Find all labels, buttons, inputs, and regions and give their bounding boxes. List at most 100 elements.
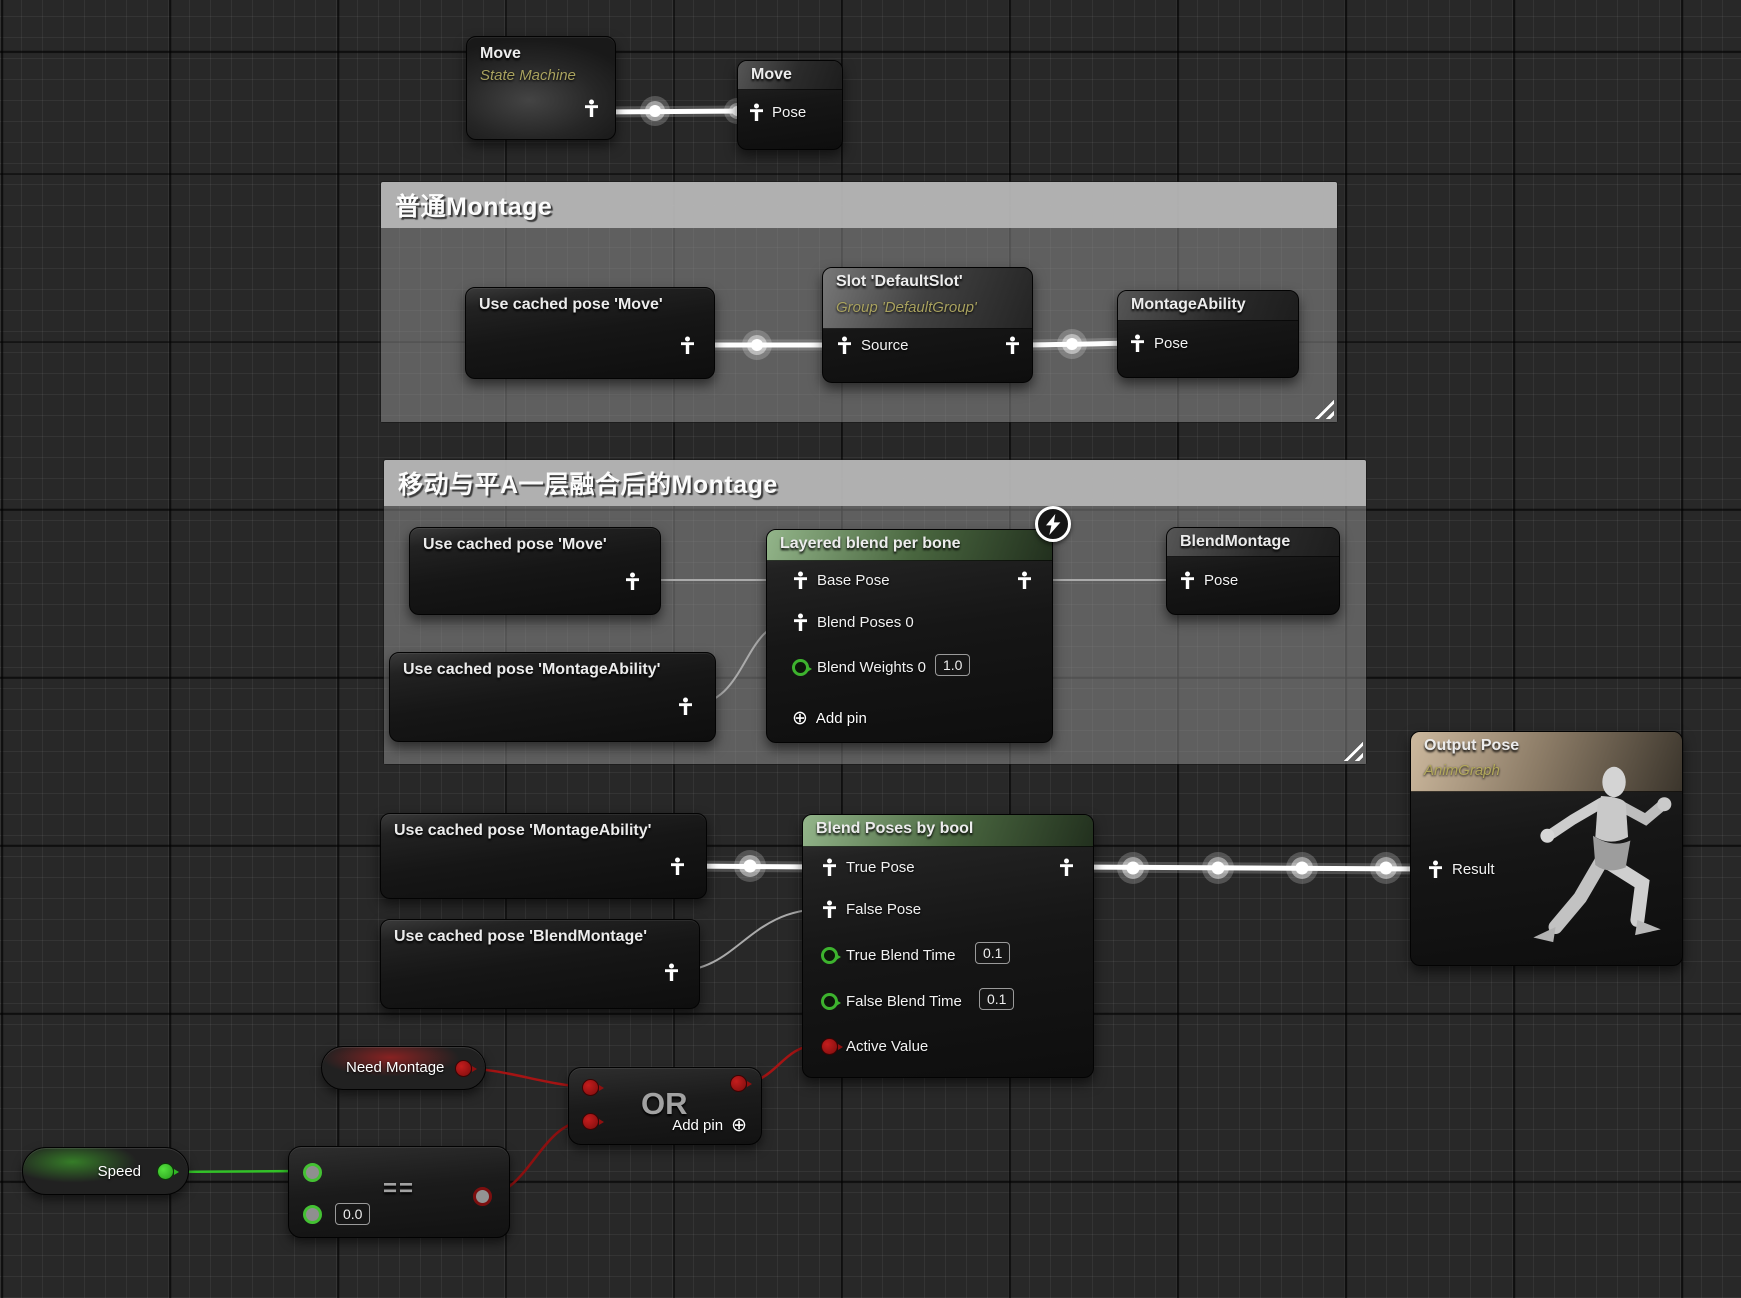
- equals-operator-label: ==: [383, 1175, 416, 1202]
- node-save-cached-move[interactable]: Move Pose: [737, 60, 843, 150]
- node-or[interactable]: OR Add pin ⊕: [568, 1067, 762, 1145]
- bool-pin-icon[interactable]: [455, 1060, 477, 1077]
- node-title: Slot 'DefaultSlot': [836, 273, 963, 290]
- float-pin-icon[interactable]: [821, 947, 841, 964]
- pin-label: False Pose: [846, 901, 922, 918]
- pose-pin-icon[interactable]: [1180, 571, 1195, 590]
- node-use-cached-move-1[interactable]: Use cached pose 'Move': [465, 287, 715, 379]
- or-operator-label: OR: [641, 1086, 688, 1121]
- node-subtitle: AnimGraph: [1424, 762, 1500, 779]
- pin-label: True Pose: [846, 859, 915, 876]
- node-header: BlendMontage: [1167, 528, 1339, 557]
- node-title: Move: [480, 45, 521, 62]
- pin-label: Result: [1452, 861, 1495, 878]
- pose-pin-icon[interactable]: [793, 613, 808, 632]
- node-header: Layered blend per bone: [767, 530, 1052, 561]
- node-title: MontageAbility: [1131, 296, 1246, 313]
- float-pin-icon[interactable]: [157, 1163, 179, 1180]
- node-title: Move: [751, 66, 792, 83]
- node-blend-poses-by-bool[interactable]: Blend Poses by bool True Pose False Pose…: [802, 814, 1094, 1078]
- bool-out-pin-icon[interactable]: [473, 1187, 492, 1206]
- pose-pin-icon[interactable]: [670, 857, 685, 876]
- float-pin-icon[interactable]: [792, 659, 812, 676]
- node-header: Slot 'DefaultSlot' Group 'DefaultGroup': [823, 268, 1032, 329]
- node-title: Output Pose: [1424, 737, 1520, 754]
- pose-pin-icon[interactable]: [584, 99, 599, 118]
- pin-label: Base Pose: [817, 572, 890, 589]
- fast-path-icon: [1035, 506, 1071, 542]
- add-pin-button[interactable]: Add pin ⊕: [672, 1116, 747, 1135]
- pin-label: True Blend Time: [846, 947, 956, 964]
- add-pin-label: Add pin: [672, 1117, 724, 1134]
- pose-pin-icon[interactable]: [1017, 571, 1032, 590]
- false-blend-time-value[interactable]: 0.1: [979, 988, 1015, 1010]
- pose-pin-icon[interactable]: [837, 336, 852, 355]
- node-subtitle: Group 'DefaultGroup': [836, 299, 977, 316]
- node-title: Use cached pose 'MontageAbility': [394, 822, 652, 839]
- node-output-pose[interactable]: Output Pose AnimGraph Result: [1410, 731, 1683, 966]
- comment-title-bar[interactable]: 普通Montage: [381, 182, 1337, 228]
- node-move-state-machine[interactable]: Move State Machine: [466, 36, 616, 140]
- node-use-cached-move-2[interactable]: Use cached pose 'Move': [409, 527, 661, 615]
- pose-pin-icon[interactable]: [1059, 858, 1074, 877]
- float-pin-icon[interactable]: [821, 993, 841, 1010]
- node-layered-blend-per-bone[interactable]: Layered blend per bone Base Pose Blend P…: [766, 529, 1053, 743]
- node-equals[interactable]: 0.0 ==: [288, 1146, 510, 1238]
- bool-pin-icon[interactable]: [730, 1075, 752, 1092]
- node-use-cached-montageability-2[interactable]: Use cached pose 'MontageAbility': [380, 813, 707, 899]
- node-slot-defaultslot[interactable]: Slot 'DefaultSlot' Group 'DefaultGroup' …: [822, 267, 1033, 383]
- pin-label: Active Value: [846, 1038, 929, 1055]
- node-title: Need Montage: [346, 1059, 445, 1076]
- node-title: BlendMontage: [1180, 533, 1291, 550]
- pin-label: Pose: [772, 104, 807, 121]
- flow-dots: [640, 96, 1402, 884]
- comment-title: 普通Montage: [395, 193, 553, 221]
- blend-weights-value[interactable]: 1.0: [935, 654, 971, 676]
- pin-label: Pose: [1154, 335, 1189, 352]
- bool-pin-icon[interactable]: [582, 1113, 604, 1130]
- pin-label: Pose: [1204, 572, 1239, 589]
- node-need-montage[interactable]: Need Montage: [321, 1046, 486, 1090]
- node-header: Blend Poses by bool: [803, 815, 1093, 847]
- equals-b-value[interactable]: 0.0: [335, 1203, 371, 1225]
- pose-pin-icon[interactable]: [678, 697, 693, 716]
- node-header: Move: [738, 61, 842, 90]
- pose-pin-icon[interactable]: [1130, 334, 1145, 353]
- node-title: Use cached pose 'BlendMontage': [394, 928, 647, 945]
- node-title: Use cached pose 'Move': [479, 296, 663, 313]
- add-pin-icon: ⊕: [731, 1115, 747, 1136]
- node-subtitle: State Machine: [480, 67, 576, 84]
- pose-pin-icon[interactable]: [822, 900, 837, 919]
- node-blendmontage[interactable]: BlendMontage Pose: [1166, 527, 1340, 615]
- bool-pin-icon[interactable]: [821, 1038, 843, 1055]
- pose-pin-icon[interactable]: [664, 963, 679, 982]
- comment-title-bar[interactable]: 移动与平A一层融合后的Montage: [384, 460, 1366, 506]
- node-header: Output Pose AnimGraph: [1411, 732, 1682, 792]
- pose-pin-icon[interactable]: [749, 103, 764, 122]
- node-title: Use cached pose 'Move': [423, 536, 607, 553]
- pose-pin-icon[interactable]: [625, 572, 640, 591]
- pose-pin-icon[interactable]: [1428, 860, 1443, 879]
- pose-pin-icon[interactable]: [822, 858, 837, 877]
- node-use-cached-montageability-1[interactable]: Use cached pose 'MontageAbility': [389, 652, 716, 742]
- comment-title: 移动与平A一层融合后的Montage: [398, 471, 778, 499]
- node-title: Blend Poses by bool: [816, 820, 974, 837]
- add-pin-icon: ⊕: [792, 708, 808, 729]
- node-title: Use cached pose 'MontageAbility': [403, 661, 661, 678]
- node-montageability[interactable]: MontageAbility Pose: [1117, 290, 1299, 378]
- pose-pin-icon[interactable]: [793, 571, 808, 590]
- wildcard-pin-icon[interactable]: [303, 1163, 322, 1182]
- bool-pin-icon[interactable]: [582, 1079, 604, 1096]
- add-pin-button[interactable]: ⊕ Add pin: [792, 709, 867, 728]
- node-use-cached-blendmontage[interactable]: Use cached pose 'BlendMontage': [380, 919, 700, 1009]
- node-speed[interactable]: Speed: [22, 1147, 189, 1195]
- wildcard-pin-icon[interactable]: [303, 1205, 322, 1224]
- pose-pin-icon[interactable]: [680, 336, 695, 355]
- node-header: MontageAbility: [1118, 291, 1298, 321]
- pin-label: Blend Poses 0: [817, 614, 914, 631]
- mannequin-figure: [1533, 766, 1672, 943]
- pin-label: Source: [861, 337, 909, 354]
- pose-pin-icon[interactable]: [1005, 336, 1020, 355]
- true-blend-time-value[interactable]: 0.1: [975, 942, 1011, 964]
